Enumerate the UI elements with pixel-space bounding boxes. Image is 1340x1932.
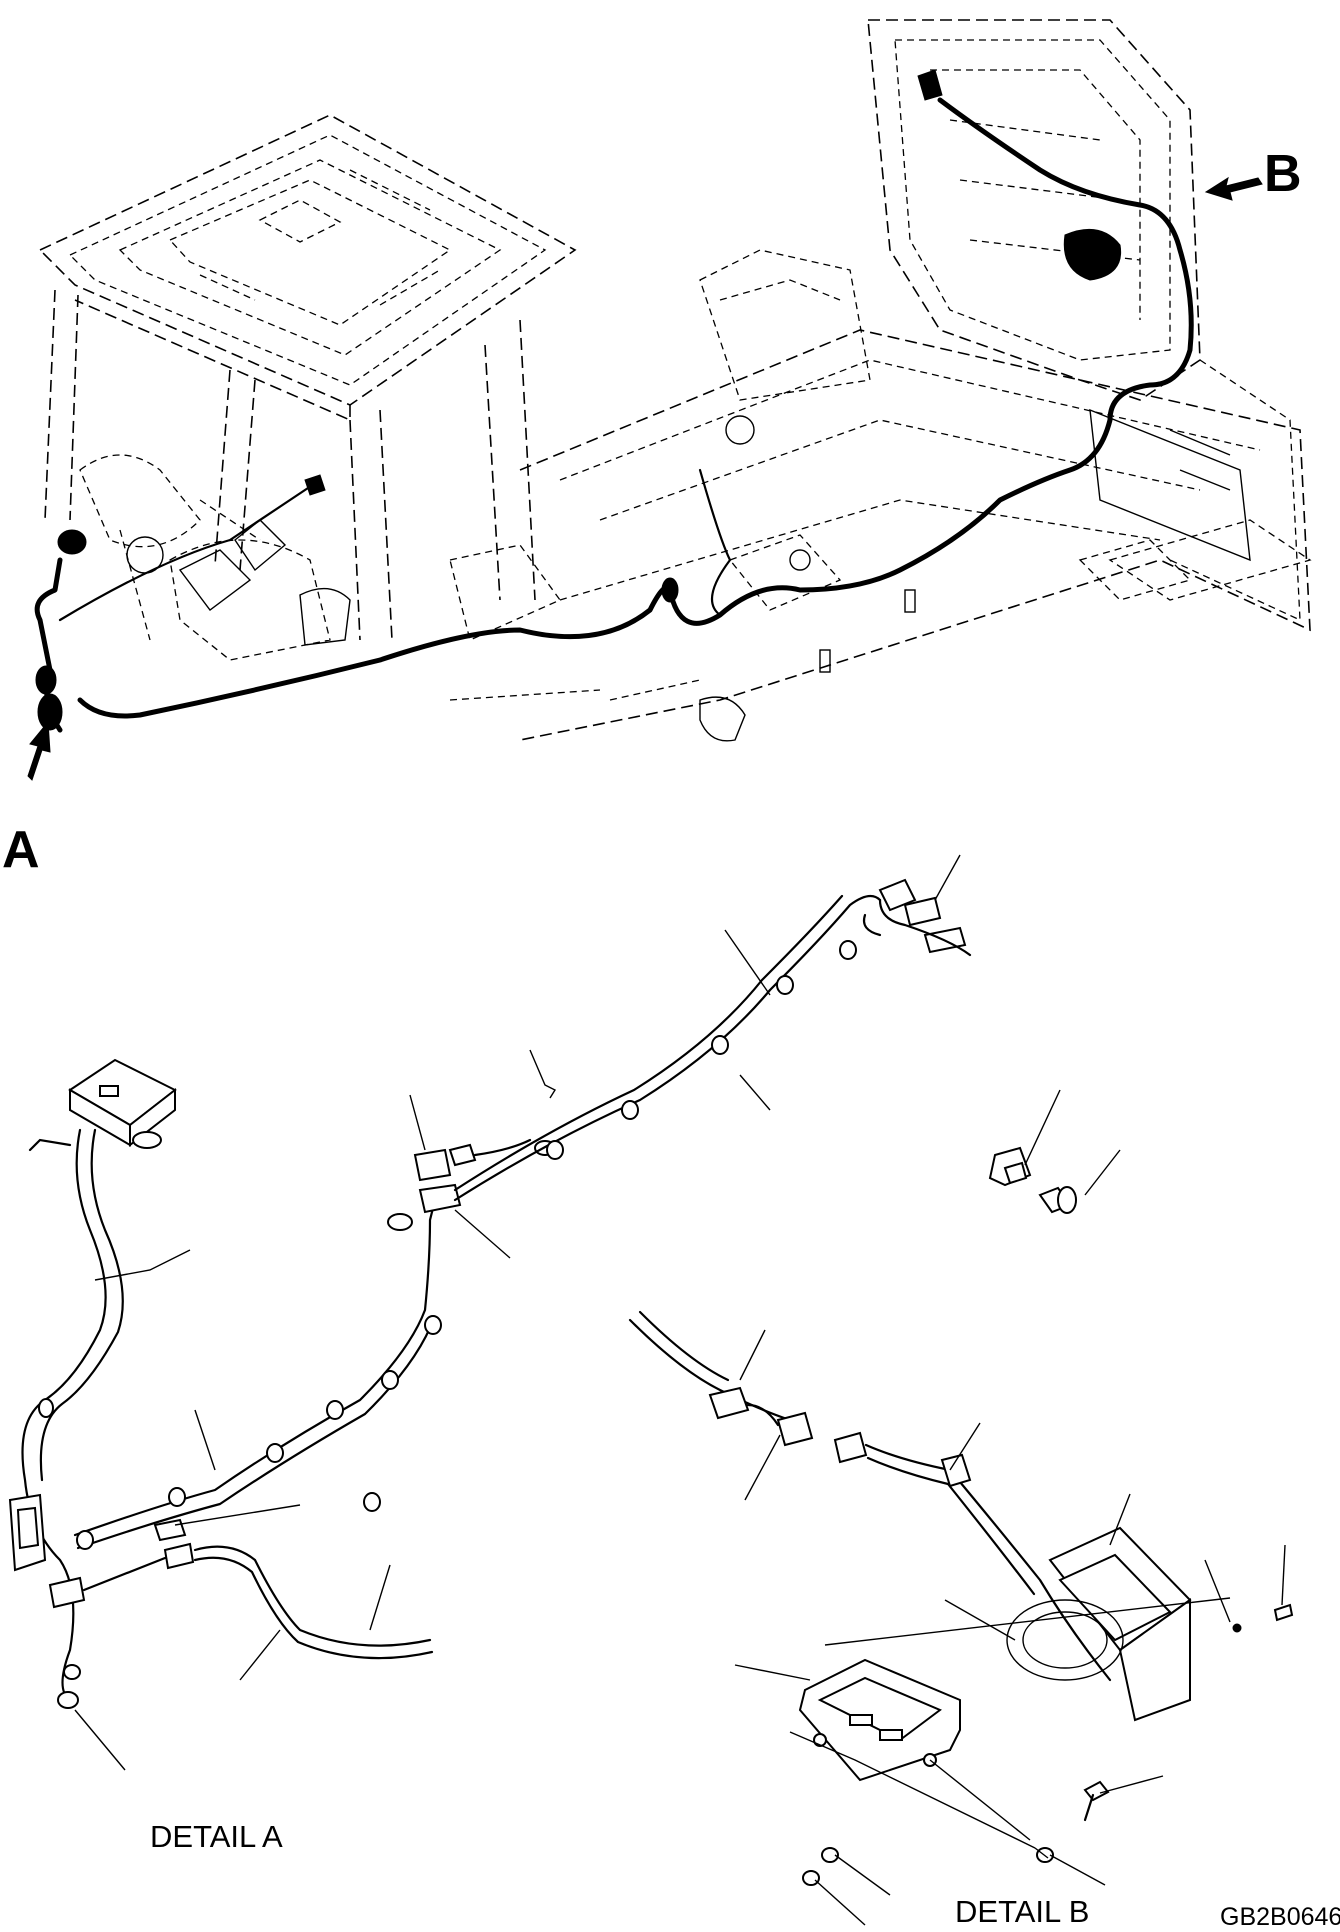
chassis-frame (449, 249, 1312, 742)
canopy-pillars (44, 289, 536, 641)
detail-b-drawing (628, 1310, 1294, 1886)
view-label-a: A (2, 821, 40, 879)
detail-a-drawing (8, 878, 1077, 1709)
canopy-roof (38, 114, 577, 422)
harness-connectors (35, 69, 1122, 731)
spare-parts (988, 1146, 1077, 1214)
engine-hood (867, 19, 1301, 622)
drawing-code: GB2B0646 (1220, 1903, 1340, 1931)
detail-b-caption: DETAIL B (955, 1894, 1090, 1929)
main-harness-route (34, 97, 1194, 733)
leader-lines (74, 854, 1286, 1926)
display-panel (1006, 1526, 1192, 1722)
fasteners (802, 1603, 1294, 1886)
view-a-arrow (27, 720, 51, 781)
cover-plate (798, 1658, 961, 1782)
view-b-arrow (1204, 176, 1263, 201)
harness-clips (76, 1315, 442, 1550)
detail-a-caption: DETAIL A (150, 1819, 283, 1854)
controller-box (68, 1058, 177, 1149)
junction-connectors (387, 1138, 556, 1231)
view-label-b: B (1264, 145, 1302, 203)
machine-overview (27, 19, 1312, 781)
